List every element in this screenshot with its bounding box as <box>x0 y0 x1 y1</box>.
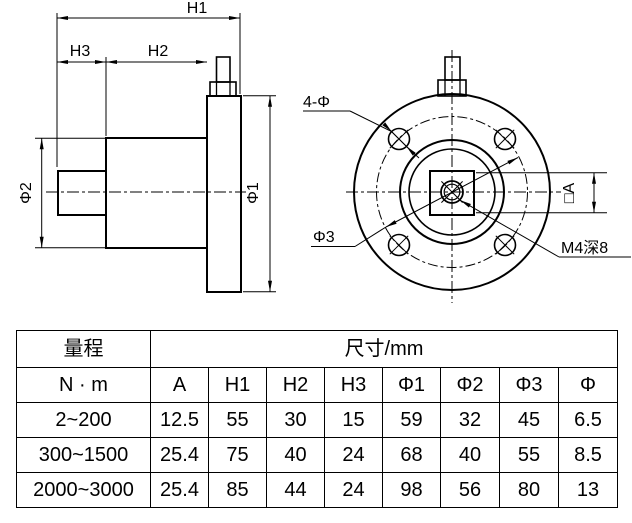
dim-label-h1: H1 <box>187 0 208 17</box>
table-cell: 25.4 <box>150 472 209 508</box>
table-cell: 6.5 <box>557 402 619 438</box>
column-header: Φ1 <box>382 367 441 403</box>
table-header-row-1: 量程 尺寸/mm <box>16 330 632 368</box>
table-cell: 44 <box>266 472 325 508</box>
dim-label-phi2: Φ2 <box>18 182 35 204</box>
table-cell: 12.5 <box>150 402 209 438</box>
table-cell: 40 <box>266 437 325 473</box>
table-cell: 85 <box>208 472 267 508</box>
column-header: H1 <box>208 367 267 403</box>
dims-header-cell: 尺寸/mm <box>149 330 619 368</box>
table-cell: 56 <box>440 472 500 508</box>
table-cell: 59 <box>382 402 441 438</box>
table-cell: 32 <box>440 402 500 438</box>
column-header: Φ2 <box>440 367 500 403</box>
table-cell: 24 <box>324 472 383 508</box>
label-bolt-circle-diameter: Φ3 <box>313 229 335 246</box>
column-header: H3 <box>324 367 383 403</box>
table-cell: 75 <box>208 437 267 473</box>
table-row: 300~1500 25.4 75 40 24 68 40 55 8.5 <box>16 437 632 473</box>
column-header: H2 <box>266 367 325 403</box>
technical-drawing: H1 H3 H2 Φ2 Φ1 <box>18 0 631 303</box>
table-cell: 2000~3000 <box>16 472 151 508</box>
table-cell: 24 <box>324 437 383 473</box>
dim-label-h3: H3 <box>70 43 91 60</box>
dim-label-h2: H2 <box>148 43 169 60</box>
table-cell: 30 <box>266 402 325 438</box>
table-cell: 68 <box>382 437 441 473</box>
table-row: 2~200 12.5 55 30 15 59 32 45 6.5 <box>16 402 632 438</box>
table-cell: 55 <box>208 402 267 438</box>
column-header: Φ3 <box>499 367 559 403</box>
table-cell: 80 <box>499 472 559 508</box>
bolt-holes <box>387 127 517 257</box>
column-header: Φ <box>557 367 619 403</box>
label-bolt-hole-diameter: 4-Φ <box>303 94 330 111</box>
connector-plug <box>215 56 231 83</box>
table-cell: 8.5 <box>557 437 619 473</box>
column-header: A <box>150 367 209 403</box>
shaft-outline <box>57 170 107 216</box>
label-square-size: □A <box>561 183 578 204</box>
table-cell: 15 <box>324 402 383 438</box>
front-view: 4-Φ Φ3 M4深8 □A <box>303 50 631 303</box>
body-outline <box>105 137 208 249</box>
table-header-row-2: N · m A H1 H2 H3 Φ1 Φ2 Φ3 Φ <box>16 367 632 403</box>
column-header: N · m <box>16 367 151 403</box>
side-view: H1 H3 H2 Φ2 Φ1 <box>18 0 276 293</box>
table-row: 2000~3000 25.4 85 44 24 98 56 80 13 <box>16 472 632 508</box>
table-cell: 55 <box>499 437 559 473</box>
connector-base <box>209 81 237 97</box>
table-cell: 40 <box>440 437 500 473</box>
dim-label-phi1: Φ1 <box>245 182 262 204</box>
table-cell: 45 <box>499 402 559 438</box>
label-thread-spec: M4深8 <box>561 239 608 257</box>
table-cell: 98 <box>382 472 441 508</box>
table-cell: 300~1500 <box>16 437 151 473</box>
range-header-cell: 量程 <box>16 330 151 368</box>
table-cell: 2~200 <box>16 402 151 438</box>
table-cell: 13 <box>557 472 619 508</box>
table-cell: 25.4 <box>150 437 209 473</box>
flange-outline <box>206 95 242 293</box>
dimension-table: 量程 尺寸/mm N · m A H1 H2 H3 Φ1 Φ2 Φ3 Φ 2~2… <box>16 330 632 508</box>
